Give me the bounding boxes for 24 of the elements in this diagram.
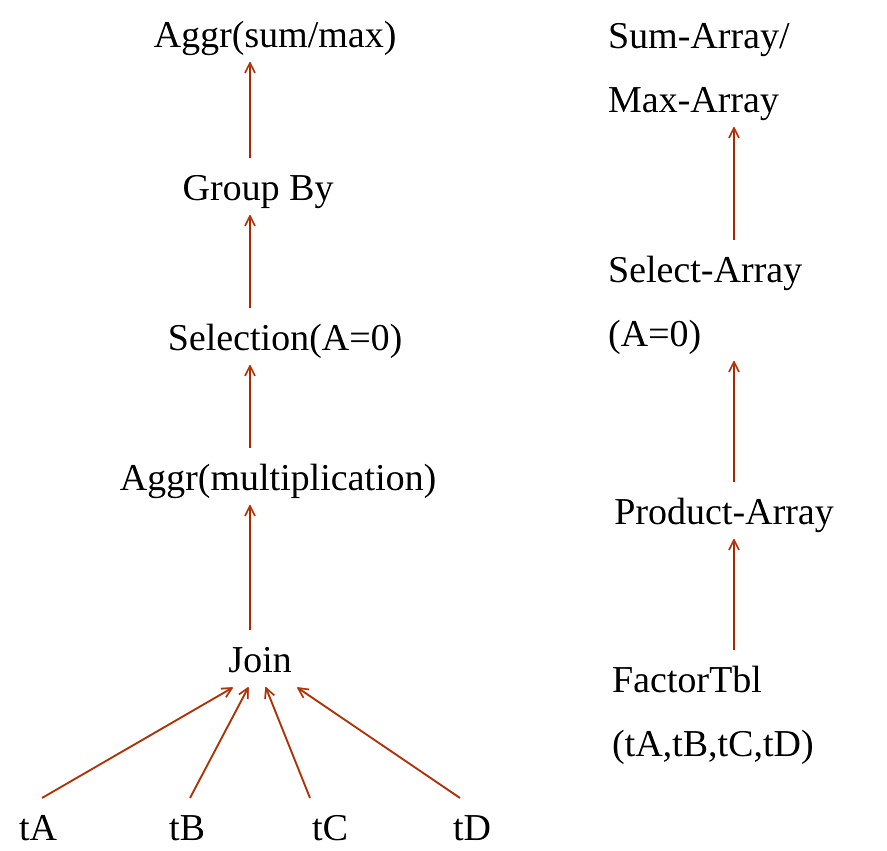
node-label: Aggr(multiplication) bbox=[120, 456, 436, 501]
node-label: FactorTbl (tA,tB,tC,tD) bbox=[612, 658, 815, 767]
node-label: tD bbox=[453, 806, 491, 851]
arrow bbox=[189, 687, 249, 798]
arrow bbox=[728, 127, 740, 240]
node-label: Product-Array bbox=[614, 490, 834, 535]
node-label: Selection(A=0) bbox=[168, 316, 402, 361]
arrow bbox=[42, 687, 233, 799]
node-label: Group By bbox=[182, 166, 334, 211]
node-label: tC bbox=[312, 806, 348, 851]
arrow bbox=[244, 505, 256, 630]
node-label: Sum-Array/ Max-Array bbox=[608, 14, 791, 123]
arrow bbox=[728, 361, 740, 482]
arrow bbox=[297, 687, 461, 799]
node-label: tB bbox=[169, 806, 205, 851]
arrow bbox=[728, 539, 740, 650]
node-label: Select-Array (A=0) bbox=[608, 248, 804, 357]
node-label: Join bbox=[228, 638, 292, 683]
node-label: tA bbox=[19, 806, 57, 851]
node-label: Aggr(sum/max) bbox=[154, 13, 396, 58]
arrow bbox=[244, 215, 256, 308]
arrow bbox=[264, 687, 311, 798]
arrow bbox=[244, 365, 256, 448]
arrow bbox=[244, 62, 256, 158]
